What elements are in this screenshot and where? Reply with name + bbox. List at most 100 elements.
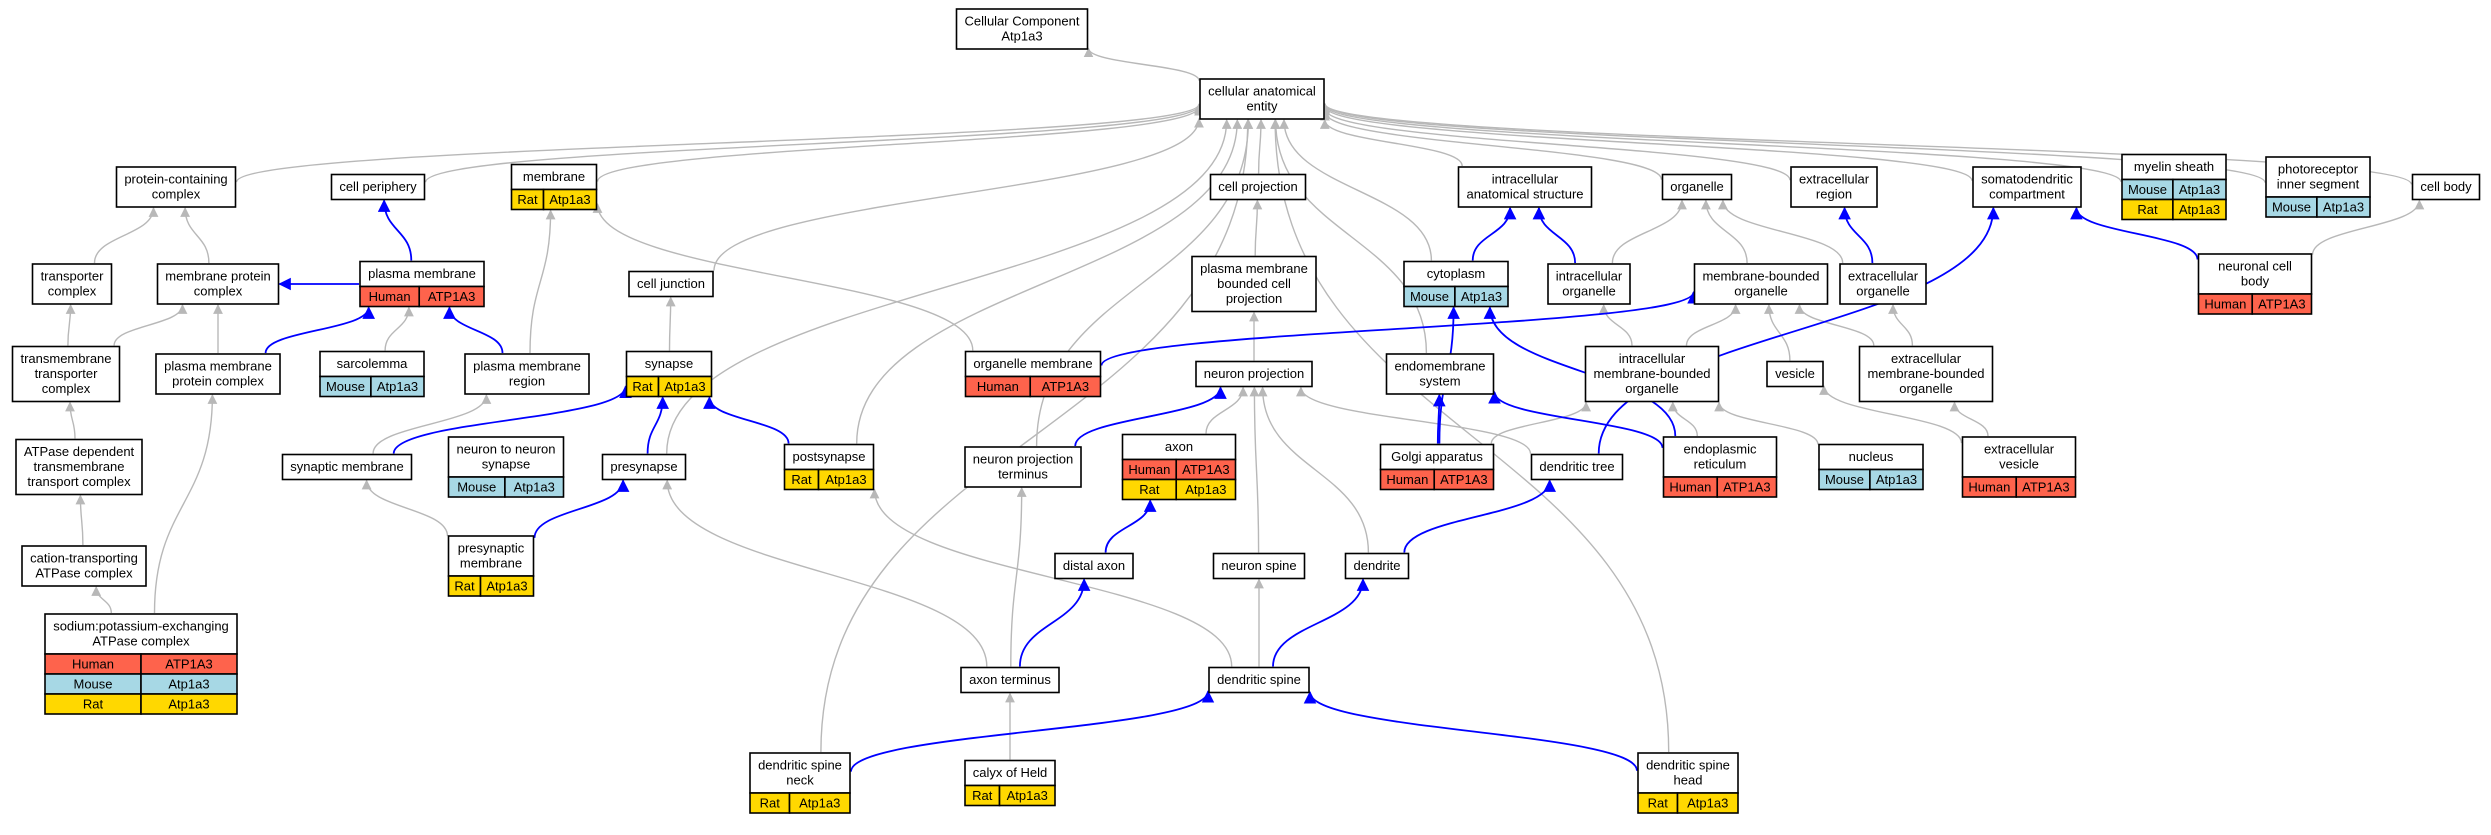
- node-label: head: [1674, 773, 1703, 788]
- species-label: Human: [1669, 480, 1711, 495]
- node-dendritic-spine[interactable]: dendritic spine: [1208, 666, 1310, 694]
- node-label: organelle: [1625, 381, 1679, 396]
- node-title-box: [628, 270, 714, 298]
- node-distal-axon[interactable]: distal axon: [1054, 552, 1134, 580]
- node-label: transmembrane: [33, 459, 124, 474]
- edge-vesicle-to-mb-organelle: [1764, 304, 1791, 361]
- node-axon-terminus[interactable]: axon terminus: [960, 666, 1060, 694]
- node-label: ATPase complex: [92, 634, 190, 649]
- node-label: extracellular: [1799, 172, 1870, 187]
- node-label: axon: [1165, 439, 1193, 454]
- node-presynapse[interactable]: presynapse: [601, 453, 687, 481]
- node-label: dendritic tree: [1539, 459, 1614, 474]
- node-cell-junction[interactable]: cell junction: [628, 270, 714, 298]
- edge-ic-organelle-to-organelle: [1611, 199, 1687, 264]
- gene-label: Atp1a3: [168, 697, 209, 712]
- node-label: cell projection: [1218, 179, 1298, 194]
- species-label: Rat: [972, 788, 993, 803]
- edge-cell-junction-to-cae: [713, 117, 1204, 271]
- node-cell-body[interactable]: cell body: [2411, 173, 2481, 201]
- node-neuron-spine[interactable]: neuron spine: [1212, 552, 1306, 580]
- gene-label: Atp1a3: [664, 379, 705, 394]
- node-title-box: [330, 173, 426, 201]
- gene-cell: [504, 476, 565, 498]
- node-label: Atp1a3: [1001, 29, 1042, 44]
- edge-pcc-to-cae: [235, 103, 1204, 183]
- node-label: protein-containing: [124, 172, 227, 187]
- node-label: compartment: [1989, 187, 2065, 202]
- node-label: somatodendritic: [1981, 172, 2073, 187]
- node-synaptic-membrane[interactable]: synaptic membrane: [281, 453, 413, 481]
- node-label: membrane-bounded: [1702, 269, 1819, 284]
- node-label: cellular anatomical: [1208, 84, 1316, 99]
- node-cell-projection[interactable]: cell projection: [1209, 173, 1307, 201]
- node-label: transporter: [35, 366, 99, 381]
- node-label: dendrite: [1354, 558, 1401, 573]
- edge-pm-region-to-membrane: [529, 209, 556, 354]
- gene-label: ATP1A3: [1182, 462, 1229, 477]
- node-label: terminus: [998, 467, 1048, 482]
- node-organelle[interactable]: organelle: [1661, 173, 1733, 201]
- node-vesicle[interactable]: vesicle: [1766, 360, 1824, 388]
- edge-er-to-cytoplasm: [1483, 306, 1677, 437]
- edge-cell-periphery-to-cae: [424, 104, 1204, 183]
- node-cell-periphery[interactable]: cell periphery: [330, 173, 426, 201]
- node-label: bounded cell: [1217, 276, 1291, 291]
- node-dendritic-tree[interactable]: dendritic tree: [1530, 453, 1624, 481]
- node-title-box: [1766, 360, 1824, 388]
- node-label: intracellular: [1556, 269, 1623, 284]
- node-title-box: [1199, 78, 1325, 120]
- node-title-box: [319, 350, 425, 378]
- node-neuron-projection[interactable]: neuron projection: [1195, 360, 1313, 388]
- node-label: neuron projection: [1204, 366, 1304, 381]
- edge-layer: [65, 47, 2425, 772]
- node-label: membrane: [523, 169, 585, 184]
- edge-dsn-to-dendritic-spine: [850, 690, 1215, 772]
- node-title-box: [1818, 443, 1924, 471]
- node-dendrite[interactable]: dendrite: [1344, 552, 1410, 580]
- node-label: calyx of Held: [973, 765, 1047, 780]
